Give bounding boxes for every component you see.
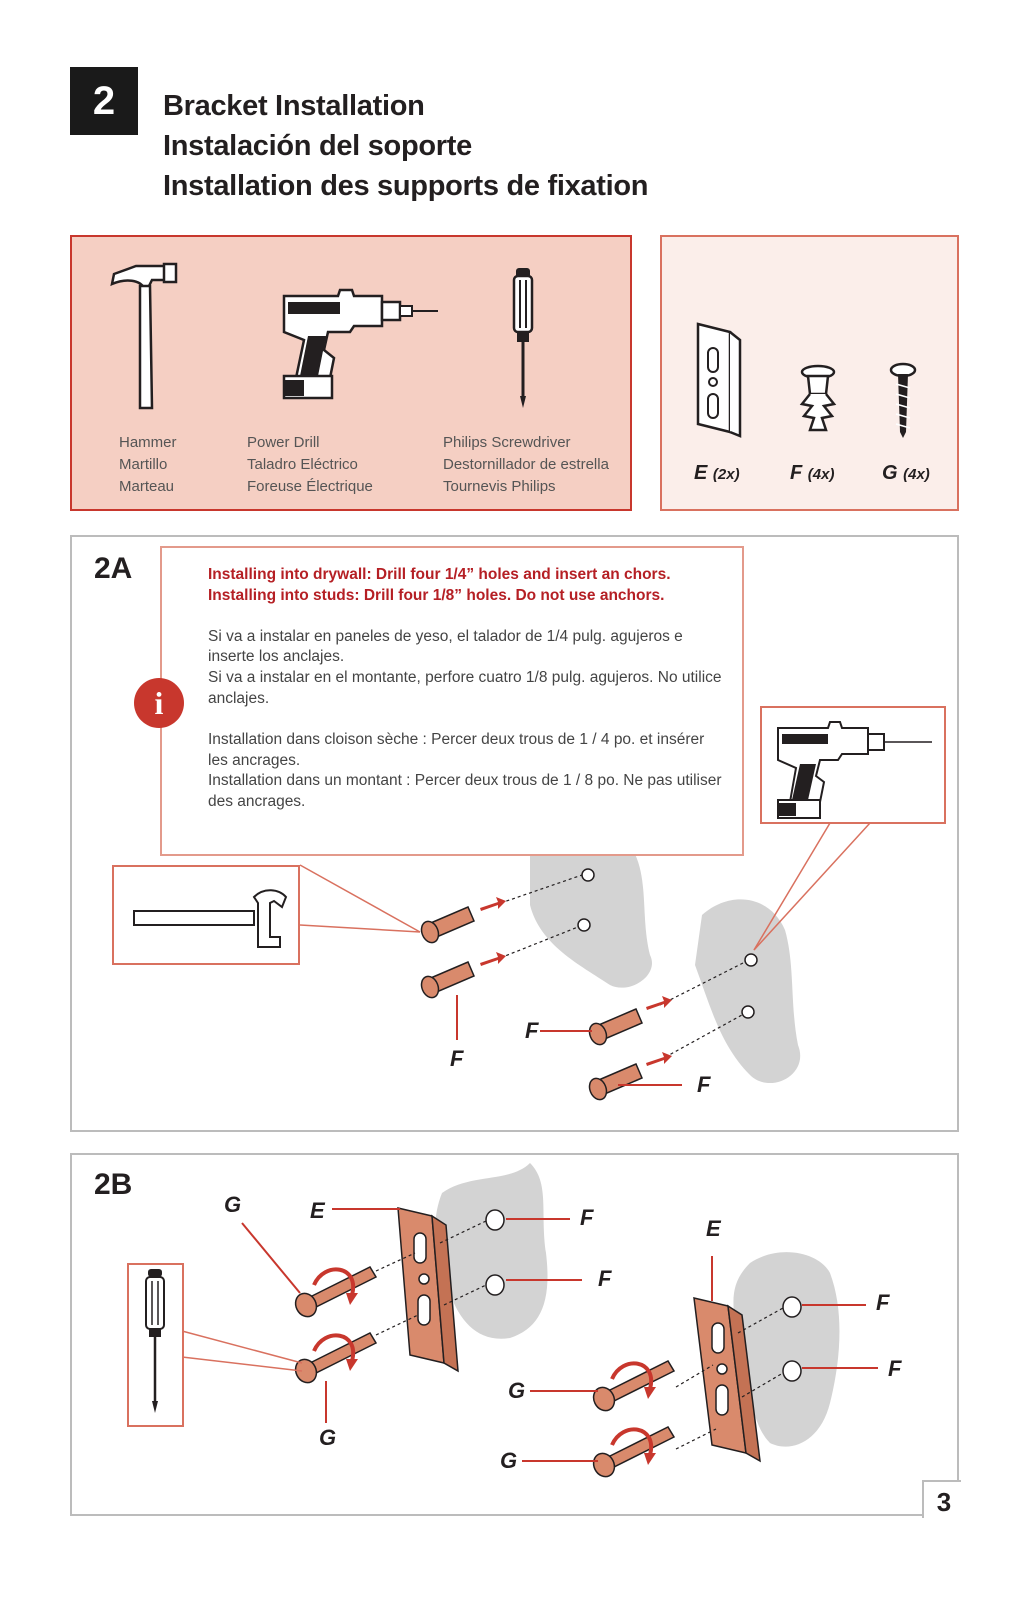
note-spanish-drywall: Si va a instalar en paneles de yeso, el …: [208, 627, 683, 666]
page-number-tab: [922, 1480, 961, 1518]
callout-f-anchor: F: [888, 1356, 902, 1381]
callout-g-screw: G: [224, 1192, 242, 1217]
step-2a-label: 2A: [94, 552, 133, 585]
power-drill-icon: [282, 288, 438, 400]
callout-g-screw: G: [500, 1448, 518, 1473]
tool-label-screwdriver: Philips Screwdriver Destornillador de es…: [443, 434, 609, 495]
note-english-drywall: Installing into drywall: Drill four 1/4”…: [208, 566, 671, 583]
callout-f-anchor: F: [580, 1205, 594, 1230]
part-label-e: E (2x): [694, 462, 740, 484]
callout-e-bracket: E: [706, 1216, 721, 1241]
callout-f-anchor: F: [697, 1072, 711, 1097]
callout-f-anchor: F: [598, 1266, 612, 1291]
page-title: Bracket Installation Instalación del sop…: [163, 86, 648, 206]
callout-e-bracket: E: [310, 1198, 325, 1223]
screw-icon: [889, 362, 917, 438]
drill-zoom-box: [760, 706, 946, 824]
hammer-zoom-box: [112, 865, 300, 965]
note-french-studs: Installation dans un montant : Percer de…: [208, 772, 722, 811]
callout-g-screw: G: [319, 1425, 337, 1450]
callout-f-anchor: F: [525, 1018, 539, 1043]
title-french: Installation des supports de fixation: [163, 170, 649, 202]
tool-label-hammer: Hammer Martillo Marteau: [119, 434, 177, 495]
step-2a-illustration: [299, 822, 871, 1101]
tool-label-power-drill: Power Drill Taladro Eléctrico Foreuse Él…: [247, 434, 373, 495]
installation-note-text: Installing into drywall: Drill four 1/4”…: [208, 565, 728, 833]
step-2b-illustration: [181, 1163, 878, 1478]
part-label-f: F (4x): [790, 462, 835, 484]
anchor-icon: [799, 364, 837, 432]
hammer-icon: [110, 262, 178, 410]
installation-note-box: [160, 546, 744, 856]
part-label-g: G (4x): [882, 462, 930, 484]
title-spanish: Instalación del soporte: [163, 130, 472, 162]
screwdriver-icon: [512, 268, 534, 408]
bracket-icon: [696, 322, 742, 438]
note-spanish-studs: Si va a instalar en el montante, perfore…: [208, 669, 722, 707]
title-english: Bracket Installation: [163, 90, 425, 122]
screwdriver-icon: [145, 1269, 165, 1413]
step-number-badge: 2: [70, 67, 138, 135]
note-english-studs: Installing into studs: Drill four 1/8” h…: [208, 586, 665, 604]
callout-f-anchor: F: [876, 1290, 890, 1315]
info-icon: i: [134, 678, 184, 728]
hammer-icon: [133, 889, 288, 948]
page-number: 3: [936, 1487, 952, 1517]
callout-f-anchor: F: [450, 1046, 464, 1071]
screwdriver-zoom-box: [127, 1263, 184, 1427]
power-drill-icon: [777, 721, 932, 819]
note-french-drywall: Installation dans cloison sèche : Percer…: [208, 730, 705, 769]
callout-g-screw: G: [508, 1378, 526, 1403]
step-2b-label: 2B: [94, 1168, 133, 1201]
